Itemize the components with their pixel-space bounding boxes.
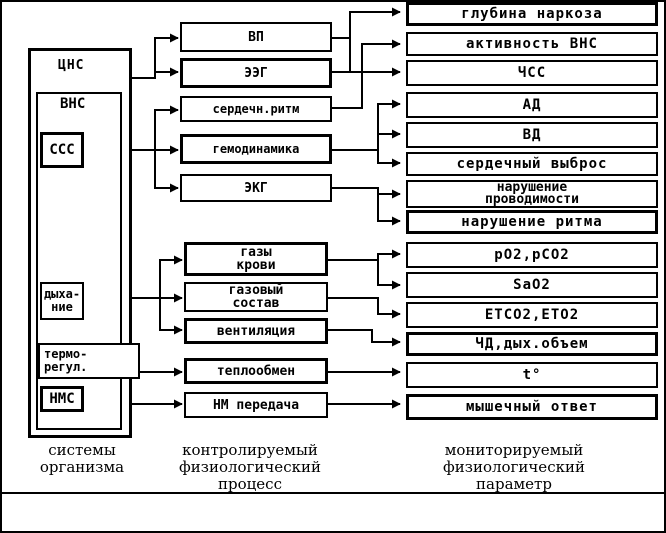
caption-parameters: мониторируемый физиологический параметр <box>443 441 585 493</box>
process-evoked-potentials: ВП <box>180 22 332 52</box>
process-heat-exchange: теплообмен <box>184 358 328 384</box>
param-sao2: SaO2 <box>406 272 658 298</box>
param-cardiac-output: сердечный выброс <box>406 152 658 176</box>
param-muscle-response: мышечный ответ <box>406 394 658 420</box>
system-nms: НМС <box>40 386 84 412</box>
process-gas-composition: газовый состав <box>184 282 328 312</box>
system-thermoregulation: термо- регул. <box>38 343 140 379</box>
param-etco2-eto2: ETCO2,ETO2 <box>406 302 658 328</box>
process-ventilation: вентиляция <box>184 318 328 344</box>
cns-label: ЦНС <box>58 58 85 73</box>
system-cvs: ССС <box>40 132 84 168</box>
process-nm-transmission: НМ передача <box>184 392 328 418</box>
param-resp-rate-volume: ЧД,дых.объем <box>406 332 658 356</box>
param-venous-pressure: ВД <box>406 122 658 148</box>
ans-label: ВНС <box>60 96 86 112</box>
param-rhythm-disorder: нарушение ритма <box>406 210 658 234</box>
param-heart-rate: ЧСС <box>406 60 658 86</box>
process-ecg: ЭКГ <box>180 174 332 202</box>
param-blood-pressure: АД <box>406 92 658 118</box>
param-po2-pco2: pO2,pCO2 <box>406 242 658 268</box>
param-ans-activity: активность ВНС <box>406 32 658 56</box>
process-hemodynamics: гемодинамика <box>180 134 332 164</box>
param-conduction-disorder: нарушение проводимости <box>406 180 658 208</box>
process-blood-gases: газы крови <box>184 242 328 276</box>
bottom-divider <box>0 492 666 494</box>
process-heart-rhythm: сердечн.ритм <box>180 96 332 122</box>
caption-processes: контролируемый физиологический процесс <box>179 441 321 493</box>
param-temperature: t° <box>406 362 658 388</box>
system-respiration: дыха- ние <box>40 282 84 320</box>
caption-systems: системы организма <box>39 441 125 476</box>
param-anesthesia-depth: глубина наркоза <box>406 2 658 26</box>
process-eeg: ЭЭГ <box>180 58 332 88</box>
